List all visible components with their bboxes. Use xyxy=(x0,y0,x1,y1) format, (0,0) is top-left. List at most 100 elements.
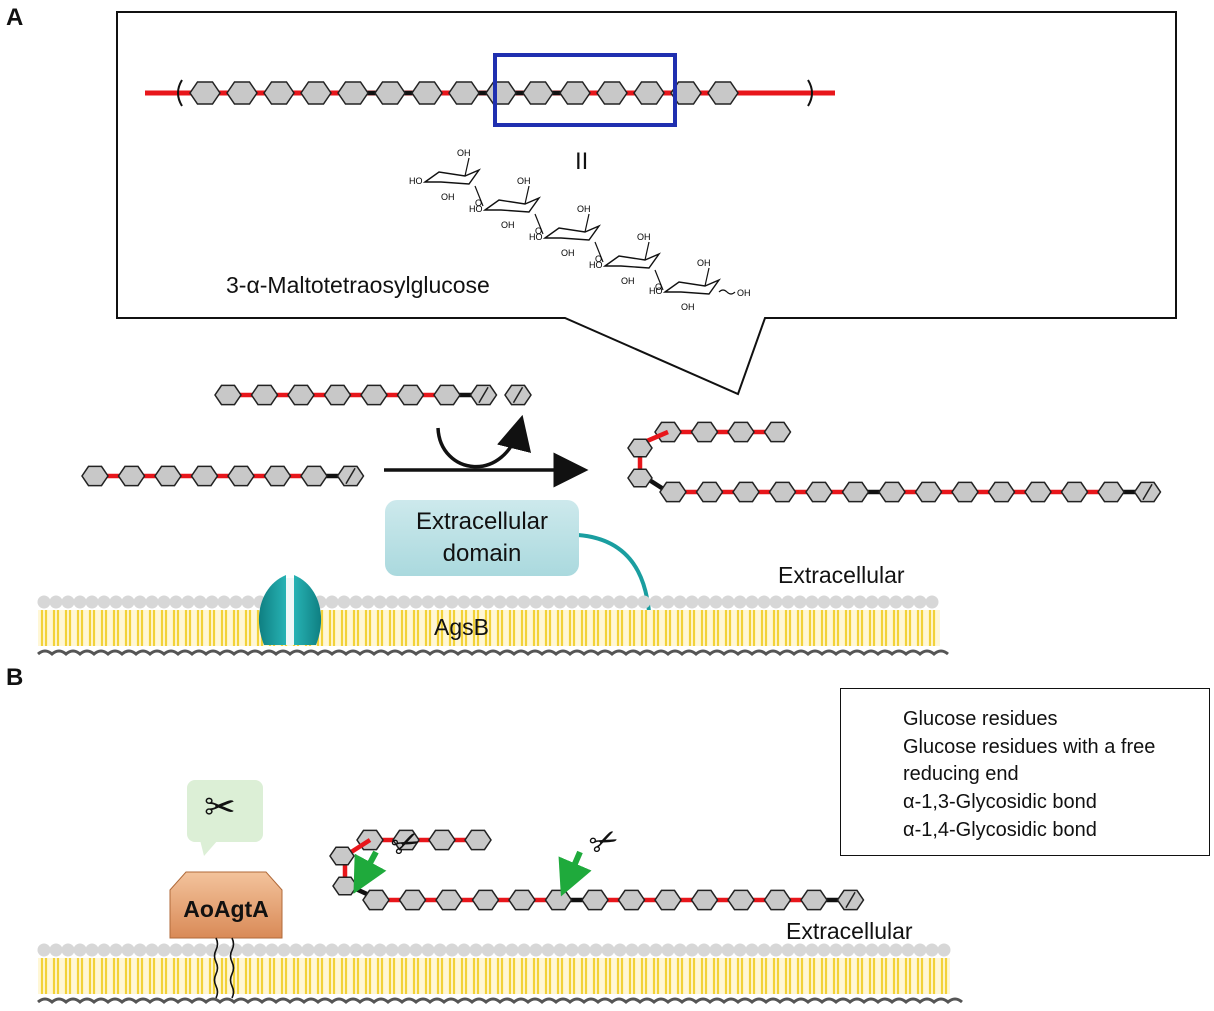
glucose-ring xyxy=(662,278,722,295)
oh-label: OH xyxy=(501,220,515,230)
membrane-wave xyxy=(37,997,963,1004)
glucose-residue xyxy=(300,465,328,487)
glucose-ring xyxy=(422,168,482,185)
anomeric-wave xyxy=(718,289,736,295)
lipid-head xyxy=(697,595,711,609)
lipid-head xyxy=(793,943,807,957)
lipid-head xyxy=(553,595,567,609)
glucose-residue xyxy=(392,829,420,851)
substrate-chains xyxy=(81,384,1162,503)
lipid-head xyxy=(589,943,603,957)
lipid-head xyxy=(757,943,771,957)
lipid-head xyxy=(589,595,603,609)
compound-name: 3-α-Maltotetraosylglucose xyxy=(226,272,490,298)
lipid-head xyxy=(157,595,171,609)
lipid-head xyxy=(481,943,495,957)
lipid-head xyxy=(877,595,891,609)
lipid-head xyxy=(901,595,915,609)
glucose-residue xyxy=(633,81,665,105)
lipid-head xyxy=(109,595,123,609)
lipid-head xyxy=(493,943,507,957)
glucose-residue xyxy=(654,889,682,911)
lipid-head xyxy=(541,943,555,957)
lipid-head xyxy=(181,943,195,957)
equals-sign: II xyxy=(575,148,589,175)
glucose-residue xyxy=(464,829,492,851)
lipid-head xyxy=(37,943,51,957)
lipid-head xyxy=(865,595,879,609)
lipid-head xyxy=(769,943,783,957)
lipid-head xyxy=(457,595,471,609)
legend-label-alpha14: α-1,4-Glycosidic bond xyxy=(903,819,1097,841)
lipid-head xyxy=(97,943,111,957)
lipid-head xyxy=(745,943,759,957)
lipid-head xyxy=(421,595,435,609)
lipid-head xyxy=(121,595,135,609)
lipid-head xyxy=(637,943,651,957)
glucose-residue xyxy=(323,384,352,406)
glucose-residue xyxy=(117,465,146,487)
glucose-residue xyxy=(190,465,219,487)
lipid-head xyxy=(577,943,591,957)
glucose-ring xyxy=(542,224,602,241)
lipid-head xyxy=(529,943,543,957)
lipid-head xyxy=(469,943,483,957)
oh-label: OH xyxy=(737,288,751,298)
lipid-head xyxy=(829,595,843,609)
lipid-head xyxy=(457,943,471,957)
legend-label-reducing-2: reducing end xyxy=(903,763,1019,785)
lipid-head xyxy=(397,595,411,609)
glucose-residue xyxy=(396,384,425,406)
lipid-head xyxy=(721,943,735,957)
lipid-head xyxy=(649,595,663,609)
glucose-residue xyxy=(690,889,719,911)
lipid-head xyxy=(337,595,351,609)
glucose-residue xyxy=(659,481,687,503)
callout-box xyxy=(116,11,1177,396)
oh-label: OH xyxy=(457,148,471,158)
oh-label: OH xyxy=(577,204,591,214)
lipid-head xyxy=(445,943,459,957)
oh-label: OH xyxy=(697,258,711,268)
glucose-residue xyxy=(987,481,1016,503)
lipid-head xyxy=(241,595,255,609)
lipid-head xyxy=(469,595,483,609)
lipid-head xyxy=(433,943,447,957)
glucose-residue xyxy=(1097,481,1125,503)
lipid-head xyxy=(49,595,63,609)
lipid-head xyxy=(793,595,807,609)
lipid-head xyxy=(277,943,291,957)
legend: Glucose residues Glucose residues with a… xyxy=(840,688,1210,856)
glucose-residue xyxy=(362,889,390,911)
lipid-head xyxy=(205,595,219,609)
lipid-head xyxy=(661,943,675,957)
lipid-head xyxy=(265,943,279,957)
lipid-head xyxy=(109,943,123,957)
glucose-residue xyxy=(332,876,358,896)
lipid-head xyxy=(253,943,267,957)
lipid-head xyxy=(853,943,867,957)
lipid-head xyxy=(229,595,243,609)
glycosidic-link xyxy=(594,241,604,263)
lipid-head xyxy=(841,595,855,609)
glucose-residue xyxy=(627,438,653,458)
oh-label: OH xyxy=(621,276,635,286)
lipid-head xyxy=(349,595,363,609)
lipid-head xyxy=(877,943,891,957)
reducing-end-slash xyxy=(1142,483,1153,501)
lipid-head xyxy=(385,595,399,609)
lipid-head xyxy=(541,595,555,609)
glucose-residue xyxy=(695,481,724,503)
glucose-residue xyxy=(448,81,480,105)
glucose-residue xyxy=(411,81,443,105)
ho-label: HO xyxy=(409,176,423,186)
lipid-head xyxy=(61,595,75,609)
lipid-head xyxy=(73,595,87,609)
lipid-head xyxy=(121,943,135,957)
glucose-residue xyxy=(428,829,456,851)
ho-label: HO xyxy=(649,286,663,296)
lipid-head xyxy=(913,595,927,609)
glucose-residue xyxy=(522,81,554,105)
lipid-head xyxy=(97,595,111,609)
panel-label-a: A xyxy=(6,4,24,31)
